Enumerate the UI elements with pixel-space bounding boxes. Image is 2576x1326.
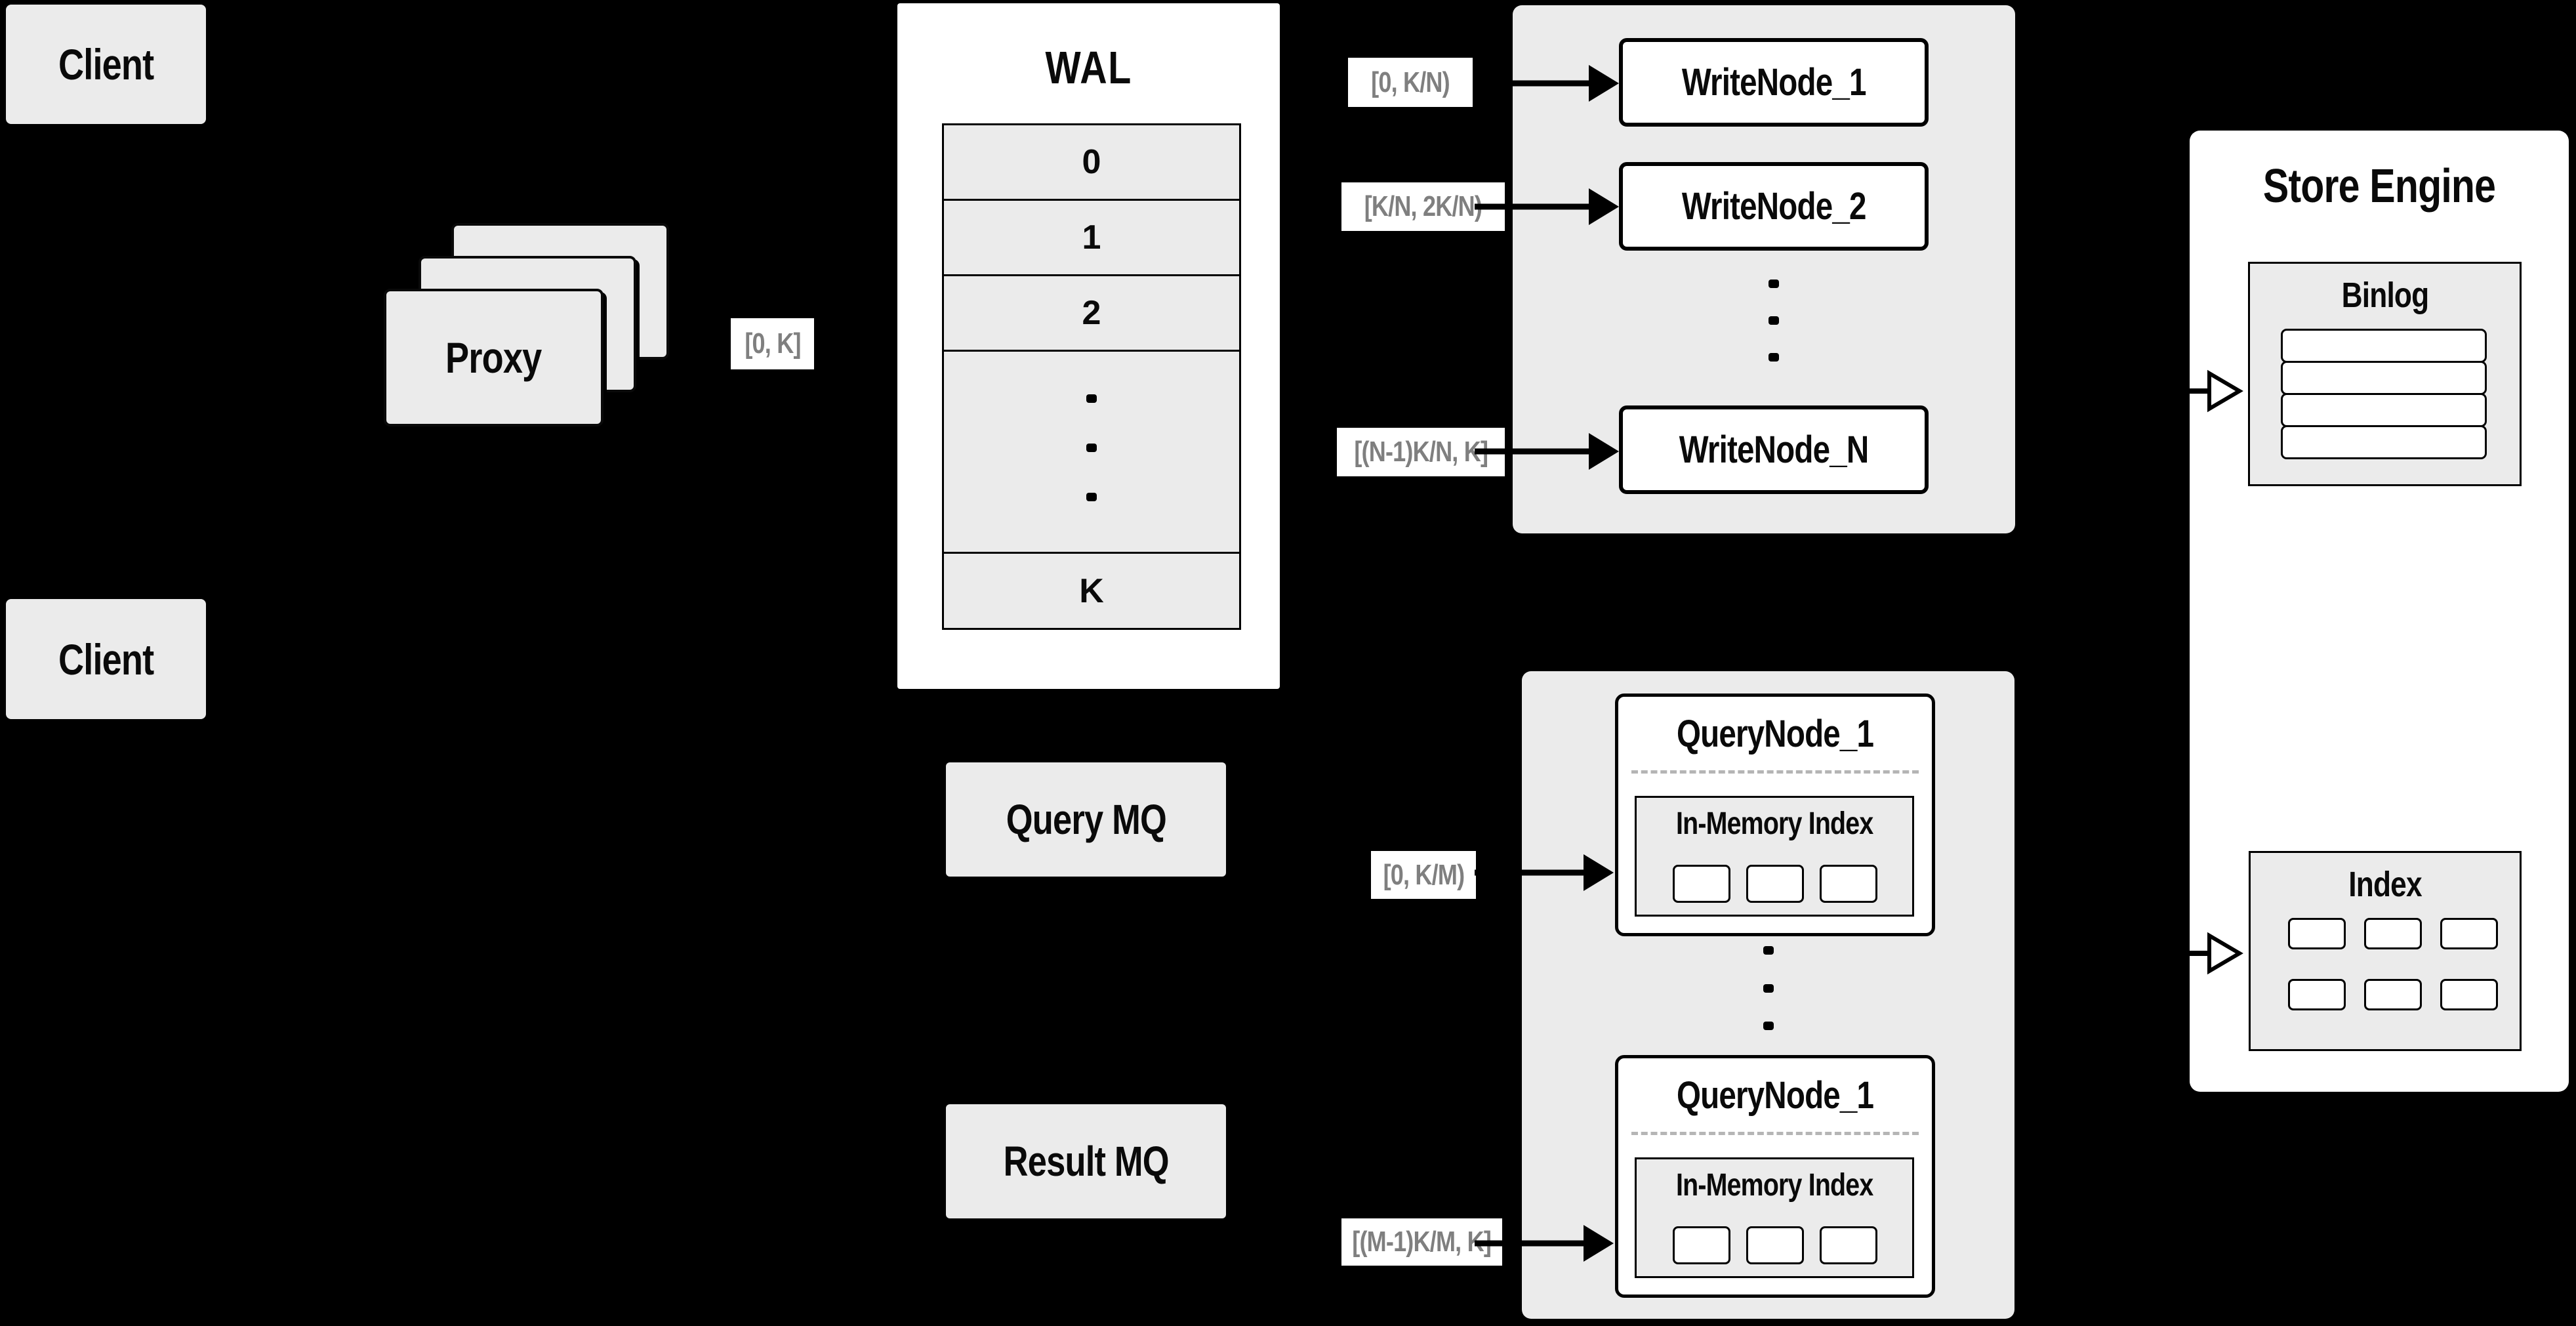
query-node-1-divider: [1631, 770, 1919, 774]
query-node-m-title-wrap: QueryNode_1: [1618, 1058, 1932, 1132]
writenode-ellipsis-dot-icon: [1768, 316, 1779, 325]
index-segment-box: [2364, 979, 2422, 1010]
wal-title: WAL: [1045, 42, 1132, 93]
wal-ellipsis-dot-icon: [1086, 444, 1097, 452]
range-chip-write-1-text: [0, K/N): [1371, 66, 1450, 98]
store-engine-panel: Store Engine Binlog Index: [2190, 131, 2569, 1092]
wal-row-ellipsis: [944, 352, 1239, 554]
binlog-title: Binlog: [2341, 275, 2429, 315]
binlog-row: [2281, 393, 2487, 427]
store-engine-title: Store Engine: [2262, 160, 2496, 213]
arrow-to-querynode-m-icon: [1475, 1225, 1614, 1262]
store-engine-title-wrap: Store Engine: [2190, 131, 2569, 242]
segment-box: [1673, 865, 1730, 903]
segment-box: [1673, 1226, 1730, 1264]
result-mq-box: Result MQ: [946, 1104, 1226, 1218]
proxy-box: Proxy: [384, 289, 603, 426]
query-node-1-title-wrap: QueryNode_1: [1618, 697, 1932, 770]
client-bottom-label: Client: [58, 634, 154, 684]
proxy-label: Proxy: [445, 333, 542, 382]
range-chip-0-k-text: [0, K]: [744, 327, 801, 360]
wal-row-k: K: [944, 554, 1239, 630]
range-chip-0-k: [0, K]: [731, 318, 814, 369]
arrow-to-writenode-1-icon: [1475, 65, 1619, 102]
write-node-1-label: WriteNode_1: [1681, 61, 1867, 104]
query-node-m-box: QueryNode_1 In-Memory Index: [1615, 1055, 1935, 1298]
arrow-to-querynode-1-icon: [1475, 854, 1614, 891]
wal-row-1: 1: [944, 201, 1239, 276]
index-segment-box: [2440, 918, 2498, 949]
segment-box: [1820, 865, 1877, 903]
wal-table: 0 1 2 K: [942, 123, 1241, 630]
binlog-rows: [2281, 329, 2487, 459]
query-node-1-title: QueryNode_1: [1676, 712, 1874, 755]
query-node-1-memory-index-box: In-Memory Index: [1635, 796, 1914, 917]
binlog-row: [2281, 329, 2487, 363]
query-node-m-title: QueryNode_1: [1676, 1073, 1874, 1117]
binlog-row: [2281, 425, 2487, 459]
query-node-1-memory-index-label: In-Memory Index: [1675, 806, 1873, 841]
range-chip-query-1-text: [0, K/M): [1383, 858, 1465, 891]
binlog-row: [2281, 361, 2487, 395]
segment-box: [1746, 865, 1804, 903]
index-segment-box: [2440, 979, 2498, 1010]
query-node-1-memory-index-title-wrap: In-Memory Index: [1637, 798, 1912, 849]
range-chip-write-2-text: [K/N, 2K/N): [1364, 190, 1482, 222]
result-mq-label: Result MQ: [1003, 1138, 1169, 1185]
binlog-box: Binlog: [2248, 262, 2522, 486]
writenode-ellipsis-dot-icon: [1768, 280, 1779, 288]
query-node-m-memory-index-label: In-Memory Index: [1675, 1167, 1873, 1203]
write-node-2-box: WriteNode_2: [1619, 162, 1929, 251]
arrow-to-writenode-2-icon: [1475, 188, 1619, 225]
write-node-1-box: WriteNode_1: [1619, 38, 1929, 127]
segment-box: [1820, 1226, 1877, 1264]
writenode-ellipsis-dot-icon: [1768, 353, 1779, 362]
hollow-arrow-to-binlog-icon: [2162, 369, 2243, 413]
index-segment-box: [2288, 918, 2346, 949]
index-segment-box: [2288, 979, 2346, 1010]
query-mq-label: Query MQ: [1006, 796, 1166, 843]
wal-row-0-label: 0: [1082, 143, 1101, 181]
index-segment-box: [2364, 918, 2422, 949]
index-box: Index: [2249, 851, 2522, 1051]
wal-row-1-label: 1: [1082, 218, 1101, 257]
wal-row-0: 0: [944, 125, 1239, 201]
range-chip-write-1: [0, K/N): [1348, 58, 1473, 107]
binlog-title-wrap: Binlog: [2250, 264, 2520, 326]
write-node-2-label: WriteNode_2: [1681, 185, 1867, 228]
query-mq-box: Query MQ: [946, 762, 1226, 877]
query-node-m-divider: [1631, 1132, 1919, 1135]
range-chip-write-n-text: [(N-1)K/N, K]: [1354, 436, 1488, 468]
index-title-wrap: Index: [2251, 853, 2520, 915]
querynode-ellipsis-dot-icon: [1763, 1022, 1774, 1030]
wal-panel: WAL 0 1 2 K: [897, 3, 1280, 689]
wal-title-wrap: WAL: [897, 41, 1280, 94]
wal-row-2: 2: [944, 276, 1239, 352]
client-box-top: Client: [6, 5, 206, 124]
range-chip-query-1: [0, K/M): [1371, 851, 1476, 899]
range-chip-query-m-text: [(M-1)K/M, K]: [1352, 1226, 1492, 1258]
wal-ellipsis-dot-icon: [1086, 394, 1097, 403]
query-node-1-box: QueryNode_1 In-Memory Index: [1615, 694, 1935, 936]
hollow-arrow-to-index-icon: [2162, 932, 2243, 975]
querynode-ellipsis-dot-icon: [1763, 946, 1774, 955]
client-top-label: Client: [58, 40, 154, 89]
query-node-m-memory-index-box: In-Memory Index: [1635, 1157, 1914, 1278]
wal-row-k-label: K: [1079, 571, 1104, 610]
wal-row-2-label: 2: [1082, 294, 1101, 332]
query-node-m-memory-index-title-wrap: In-Memory Index: [1637, 1159, 1912, 1211]
range-chip-write-2: [K/N, 2K/N): [1341, 182, 1505, 231]
client-box-bottom: Client: [6, 599, 206, 719]
write-node-n-box: WriteNode_N: [1619, 405, 1929, 494]
arrow-to-writenode-n-icon: [1475, 433, 1619, 470]
querynode-ellipsis-dot-icon: [1763, 984, 1774, 993]
segment-box: [1746, 1226, 1804, 1264]
index-title: Index: [2348, 864, 2422, 904]
wal-ellipsis-dot-icon: [1086, 493, 1097, 501]
write-node-n-label: WriteNode_N: [1679, 428, 1870, 471]
